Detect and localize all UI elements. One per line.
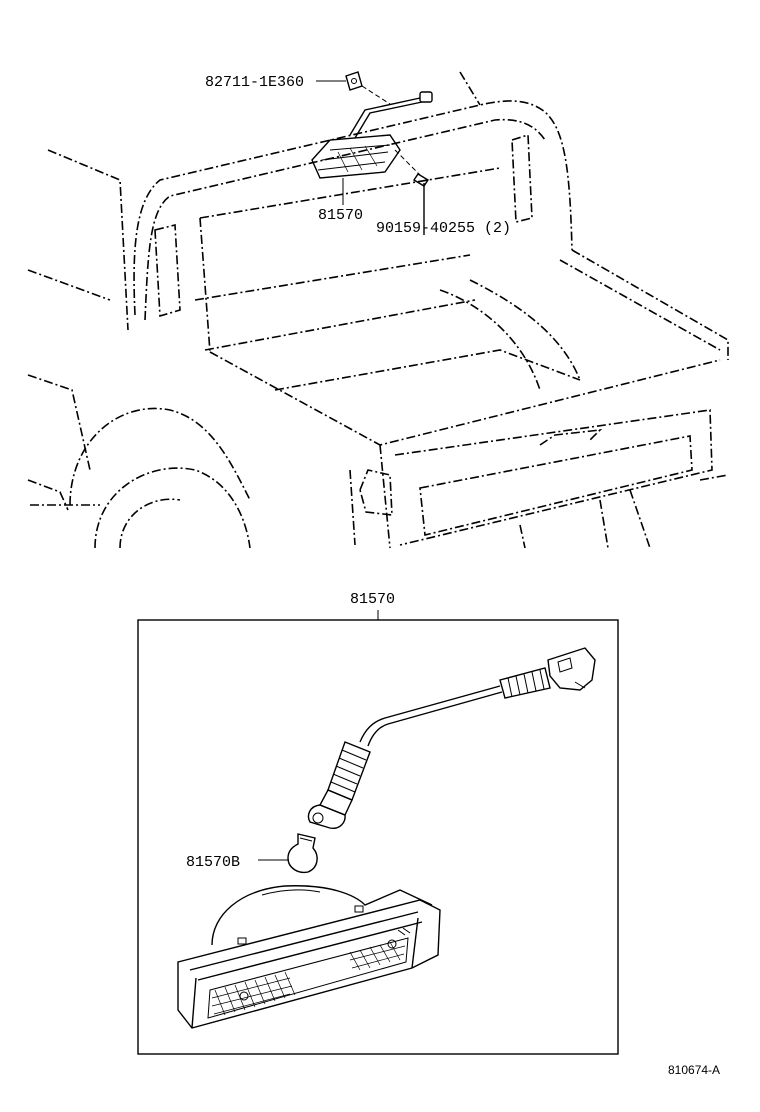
- bracket-part-label: 82711-1E360: [205, 74, 304, 91]
- detail-frame: [137, 619, 619, 1055]
- bulb-socket: [307, 741, 371, 830]
- lamp-part-label-top: 81570: [318, 207, 363, 224]
- high-mount-lamp-large: [177, 885, 441, 1029]
- high-mount-lamp-small: [311, 91, 433, 179]
- screw-part-label: 90159-40255 (2): [376, 220, 511, 237]
- connector-plug: [499, 647, 596, 699]
- truck-bed-illustration: [27, 71, 729, 549]
- wire-clamp-bracket: [345, 71, 391, 105]
- figure-code-label: 810674-A: [668, 1063, 720, 1077]
- bulb-part-label: 81570B: [186, 854, 240, 871]
- screw-icon: [394, 149, 429, 235]
- bulb-icon: [287, 833, 318, 874]
- detail-header-label: 81570: [350, 591, 395, 608]
